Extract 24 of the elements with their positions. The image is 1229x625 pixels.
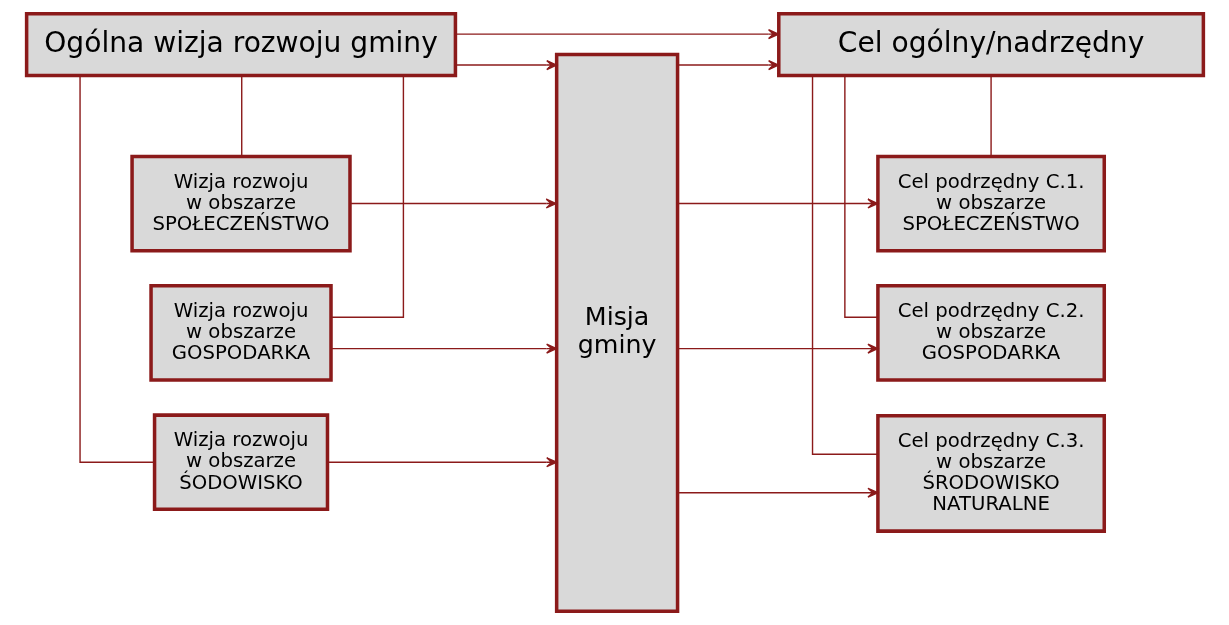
connector — [843, 75, 878, 318]
node-box: Cel ogólny/nadrzędny — [776, 12, 1205, 78]
arrow — [454, 29, 779, 40]
node-box: Misja gminy — [554, 52, 679, 613]
connector — [989, 75, 992, 158]
node-box: Cel podrzędny C.3. w obszarze ŚRODOWISKO NATURALNE — [875, 414, 1106, 533]
connector — [78, 75, 155, 463]
arrow — [676, 487, 879, 498]
node-box: Cel podrzędny C.2. w obszarze GOSPODARKA — [875, 284, 1106, 382]
arrow — [676, 198, 879, 209]
connector — [330, 75, 404, 318]
arrow — [329, 343, 557, 354]
node-box: Wizja rozwoju w obszarze SPOŁECZEŃSTWO — [129, 154, 352, 253]
arrow — [454, 59, 557, 71]
node-box: Wizja rozwoju w obszarze GOSPODARKA — [148, 284, 333, 382]
arrow — [349, 198, 557, 209]
node-box: Ogólna wizja rozwoju gminy — [24, 12, 457, 78]
connector — [240, 75, 242, 158]
node-box: Cel podrzędny C.1. w obszarze SPOŁECZEŃSTWO — [875, 154, 1106, 253]
node-box: Wizja rozwoju w obszarze ŚODOWISKO — [152, 413, 329, 512]
arrow — [676, 343, 879, 354]
arrow — [326, 457, 557, 468]
connector — [811, 75, 878, 455]
arrow — [676, 59, 779, 71]
